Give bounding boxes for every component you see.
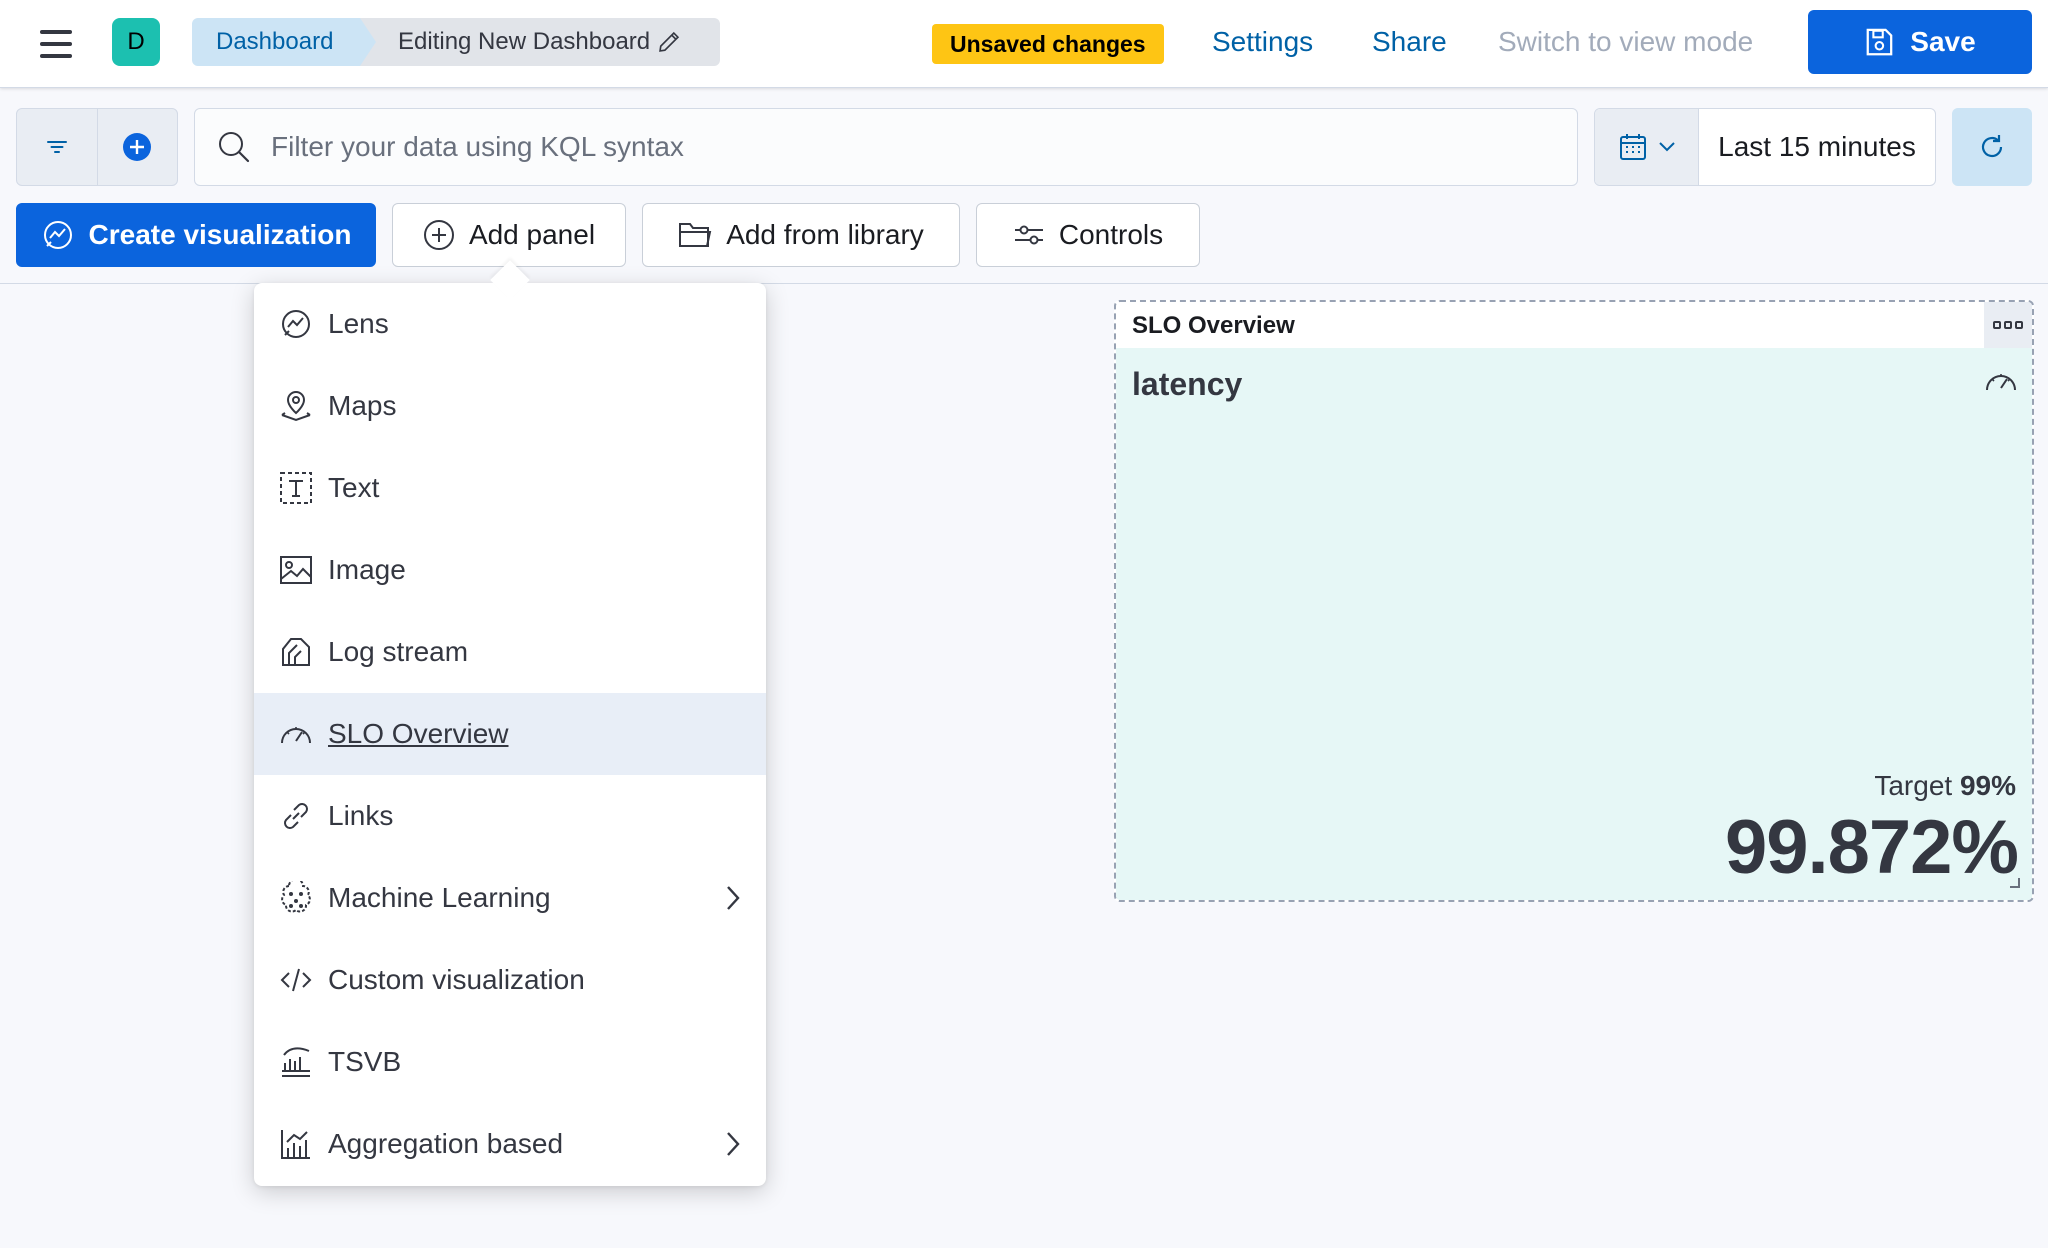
- aggregation-icon: [278, 1126, 314, 1162]
- menu-item-text[interactable]: Text: [254, 447, 766, 529]
- refresh-button[interactable]: [1952, 108, 2032, 186]
- code-icon: [278, 962, 314, 998]
- menu-item-machine-learning[interactable]: Machine Learning: [254, 857, 766, 939]
- controls-icon: [1014, 225, 1043, 245]
- save-icon: [1866, 28, 1893, 56]
- slo-overview-panel[interactable]: SLO Overview latency Target 99% 99.872%: [1114, 300, 2034, 902]
- menu-item-label: SLO Overview: [328, 718, 509, 749]
- menu-item-maps[interactable]: Maps: [254, 365, 766, 447]
- menu-item-label: Maps: [328, 390, 397, 421]
- settings-link[interactable]: Settings: [1212, 26, 1314, 57]
- add-panel-menu: Lens Maps Text Image Log stream SLO Over…: [254, 283, 766, 1186]
- menu-item-aggregation-based[interactable]: Aggregation based: [254, 1103, 766, 1185]
- pencil-icon: [659, 31, 680, 52]
- plus-circle-icon: [123, 133, 152, 161]
- menu-item-label: TSVB: [328, 1046, 402, 1077]
- log-stream-icon: [278, 634, 314, 670]
- slo-target: Target 99%: [1874, 770, 2016, 802]
- menu-item-label: Machine Learning: [328, 882, 551, 913]
- chevron-right-icon: [724, 884, 742, 919]
- add-panel-label: Add panel: [468, 219, 596, 250]
- date-picker: Last 15 minutes: [1594, 108, 1936, 186]
- refresh-icon: [1981, 135, 2003, 158]
- menu-item-label: Text: [328, 472, 380, 503]
- kql-search-bar: [194, 108, 1578, 186]
- maps-icon: [278, 388, 314, 424]
- search-icon: [219, 132, 250, 163]
- menu-item-label: Lens: [328, 308, 389, 339]
- menu-item-lens[interactable]: Lens: [254, 283, 766, 365]
- add-from-library-label: Add from library: [726, 219, 924, 250]
- add-filter-button[interactable]: [96, 109, 178, 185]
- switch-view-mode-link[interactable]: Switch to view mode: [1498, 26, 1754, 57]
- target-label: Target: [1874, 770, 1953, 801]
- menu-item-label: Image: [328, 554, 406, 585]
- breadcrumb-dashboard[interactable]: Dashboard: [192, 18, 382, 66]
- breadcrumb-current[interactable]: Editing New Dashboard: [360, 18, 720, 66]
- tsvb-icon: [278, 1044, 314, 1080]
- menu-item-log-stream[interactable]: Log stream: [254, 611, 766, 693]
- menu-icon[interactable]: [36, 28, 76, 60]
- menu-item-label: Custom visualization: [328, 964, 585, 995]
- menu-item-tsvb[interactable]: TSVB: [254, 1021, 766, 1103]
- panel-title: SLO Overview: [1132, 312, 1295, 339]
- quick-menu-button[interactable]: [1595, 109, 1699, 185]
- image-icon: [278, 552, 314, 588]
- filter-controls: [16, 108, 178, 186]
- top-header: D Dashboard Editing New Dashboard Unsave…: [0, 0, 2048, 88]
- resize-handle[interactable]: [2010, 878, 2020, 888]
- lens-icon: [43, 221, 72, 249]
- menu-item-custom-visualization[interactable]: Custom visualization: [254, 939, 766, 1021]
- breadcrumb-current-label: Editing New Dashboard: [398, 28, 651, 55]
- folder-icon: [679, 223, 712, 247]
- menu-item-image[interactable]: Image: [254, 529, 766, 611]
- save-label: Save: [1910, 26, 1976, 57]
- slo-value: 99.872%: [1724, 805, 2019, 890]
- create-visualization-button[interactable]: Create visualization: [16, 203, 376, 267]
- menu-item-label: Aggregation based: [328, 1128, 564, 1159]
- machine-learning-icon: [278, 880, 314, 916]
- gauge-icon: [278, 716, 314, 752]
- calendar-icon: [1619, 134, 1646, 160]
- create-visualization-label: Create visualization: [88, 219, 352, 250]
- filter-icon: [46, 141, 67, 153]
- save-button[interactable]: Save: [1808, 10, 2032, 74]
- unsaved-changes-badge: Unsaved changes: [932, 24, 1164, 64]
- filter-options-button[interactable]: [17, 109, 97, 185]
- chevron-right-icon: [724, 1130, 742, 1165]
- menu-item-links[interactable]: Links: [254, 775, 766, 857]
- kql-search-input[interactable]: [271, 131, 1471, 163]
- space-avatar[interactable]: D: [112, 18, 160, 66]
- plus-in-circle-icon: [423, 220, 454, 250]
- gauge-icon: [1986, 374, 2016, 391]
- menu-item-label: Links: [328, 800, 394, 831]
- share-link[interactable]: Share: [1372, 26, 1447, 57]
- menu-item-label: Log stream: [328, 636, 469, 667]
- time-range-display[interactable]: Last 15 minutes: [1718, 131, 1916, 162]
- chevron-down-icon: [1658, 142, 1675, 152]
- menu-item-slo-overview[interactable]: SLO Overview: [254, 693, 766, 775]
- controls-label: Controls: [1058, 219, 1164, 250]
- text-icon: [278, 470, 314, 506]
- toolbar-divider: [0, 283, 2048, 284]
- panel-options-button[interactable]: [1984, 302, 2032, 348]
- slo-name: latency: [1132, 366, 1243, 402]
- link-icon: [278, 798, 314, 834]
- slo-overview-body: latency Target 99% 99.872%: [1116, 348, 2032, 900]
- lens-icon: [278, 306, 314, 342]
- controls-button[interactable]: Controls: [976, 203, 1200, 267]
- add-from-library-button[interactable]: Add from library: [642, 203, 960, 267]
- add-panel-button[interactable]: Add panel: [392, 203, 626, 267]
- target-value: 99%: [1959, 770, 2016, 801]
